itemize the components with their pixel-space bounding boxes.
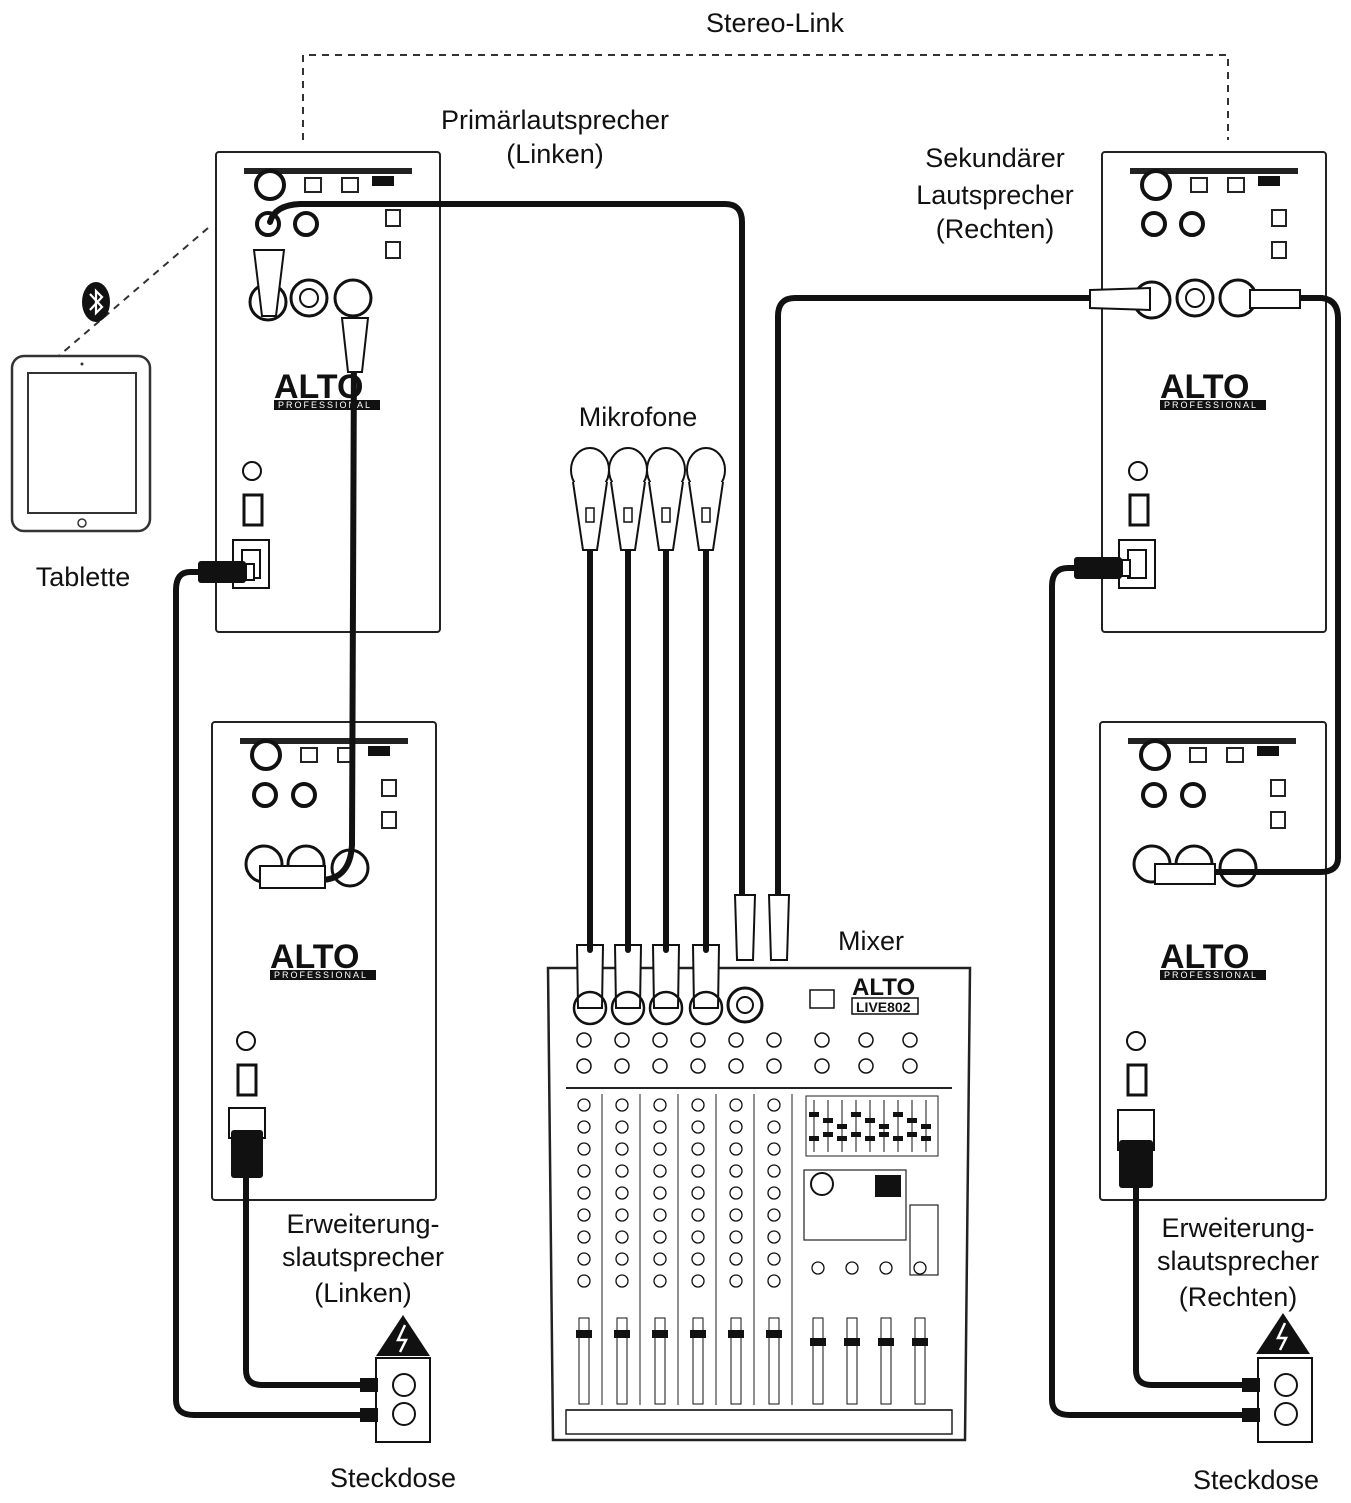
svg-text:PROFESSIONAL: PROFESSIONAL [274,970,368,980]
ext-left-label-line3: (Linken) [314,1278,412,1308]
microphone-icon [570,447,610,551]
primary-speaker: ALTO PROFESSIONAL [215,151,441,633]
power-plug-secondary [1074,557,1131,579]
outlet-left-label: Steckdose [329,1463,457,1493]
primary-speaker-label-line2: (Linken) [506,139,604,169]
ext-right-label-line2: slautsprecher [1156,1246,1320,1276]
stereo-link-label: Stereo-Link [705,8,845,38]
primary-speaker-label-line1: Primärlautsprecher [440,105,670,135]
stereo-link-line [302,54,1229,140]
ext-left-label-line1: Erweiterung- [286,1209,440,1239]
xlr-connector-icon [575,944,605,1009]
secondary-speaker-label-line1: Sekundärer [925,143,1065,173]
extension-speaker-left: ALTO PROFESSIONAL [211,721,437,1201]
bluetooth-link-line [39,227,209,373]
svg-text:PROFESSIONAL: PROFESSIONAL [1164,400,1258,410]
ext-right-label-line1: Erweiterung- [1161,1213,1315,1243]
microphone-icon [686,447,726,551]
power-plug-primary [198,561,255,583]
tablet-label: Tablette [35,562,131,592]
warning-icon [1256,1313,1310,1354]
mixer-label: Mixer [838,926,904,956]
power-outlet-right [1242,1357,1313,1443]
svg-text:ALTO: ALTO [270,938,359,976]
microphones-label: Mikrofone [578,402,698,432]
bluetooth-icon [82,282,110,322]
ext-left-label-line2: slautsprecher [281,1242,445,1272]
xlr-connector-icon [252,249,1301,961]
microphones [570,447,726,551]
secondary-speaker-label-line3: (Rechten) [935,214,1055,244]
extension-speaker-right: ALTO PROFESSIONAL [1099,721,1327,1201]
microphone-icon [646,447,686,551]
secondary-speaker: ALTO PROFESSIONAL [1101,151,1327,633]
power-outlet-left [360,1357,431,1443]
mixer: ALTO LIVE802 [546,944,972,1442]
svg-text:ALTO: ALTO [1160,368,1249,406]
outlet-right-label: Steckdose [1192,1465,1320,1495]
ext-right-label-line3: (Rechten) [1178,1282,1298,1312]
xlr-connector-icon [613,944,643,1009]
svg-text:ALTO: ALTO [852,974,915,1001]
power-plug-ext-right [1119,1140,1153,1188]
xlr-connector-icon [691,944,721,1009]
secondary-speaker-label-line2: Lautsprecher [916,180,1074,210]
microphone-icon [608,447,648,551]
xlr-connector-icon [651,944,681,1009]
cables [173,201,1341,1418]
svg-text:LIVE802: LIVE802 [856,999,911,1015]
svg-text:PROFESSIONAL: PROFESSIONAL [278,400,372,410]
svg-text:PROFESSIONAL: PROFESSIONAL [1164,970,1258,980]
tablet-icon [10,354,152,533]
warning-icon [376,1315,430,1356]
power-plug-ext-left [231,1130,263,1178]
speaker-logo: ALTO [274,368,363,406]
svg-text:ALTO: ALTO [1160,938,1249,976]
